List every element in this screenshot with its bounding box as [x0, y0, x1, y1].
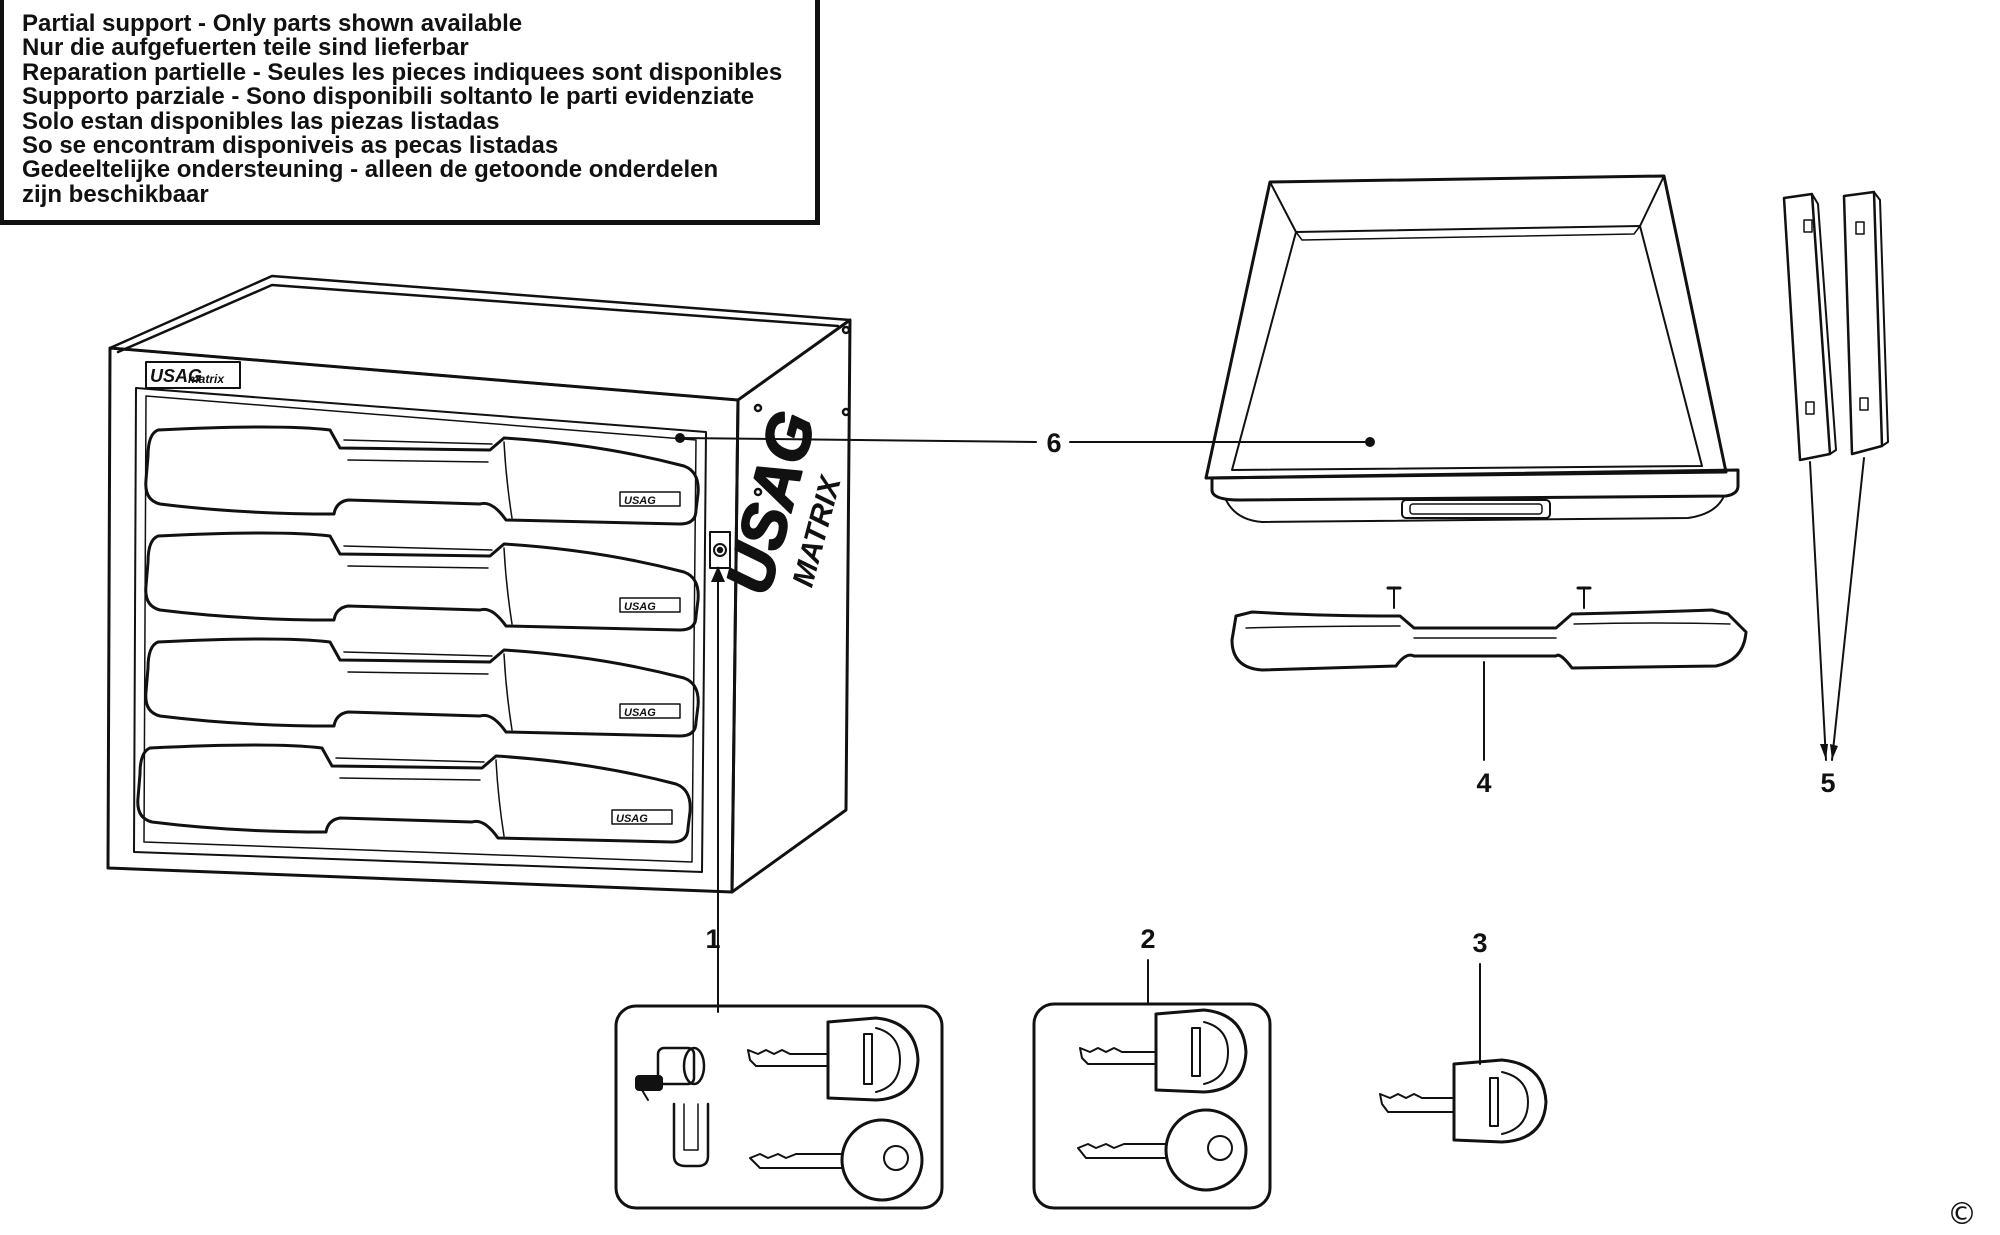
drawer-badge-text: USAG	[616, 813, 648, 825]
notice-line-en: Partial support - Only parts shown avail…	[22, 10, 523, 37]
key-shield-icon	[747, 1016, 920, 1102]
notice-line-nl: Gedeeltelijke ondersteuning - alleen de …	[22, 156, 719, 184]
callout-6: 6	[1046, 428, 1061, 458]
lock-clip-icon	[672, 1102, 710, 1168]
leader-6-left	[679, 437, 1037, 443]
copyright-mark: ©	[1947, 1197, 1977, 1232]
lock-kit-box	[614, 1004, 944, 1210]
screw-right	[1576, 586, 1592, 609]
part-1-lock-kit	[614, 1004, 944, 1210]
drawer-badge	[619, 491, 681, 507]
key-shield-icon	[1079, 1008, 1248, 1094]
cabinet-logo-text: USAG	[150, 366, 202, 386]
drawer-frame	[133, 387, 707, 873]
part-6-drawer	[1069, 174, 1740, 523]
key-pair-box	[1032, 1002, 1272, 1210]
notice-line-es: Solo estan disponibles las piezas listad…	[22, 107, 500, 135]
side-logo: USAG MATRIX	[711, 403, 848, 602]
cabinet-side	[730, 318, 852, 894]
lock-cylinder-icon	[635, 1046, 706, 1101]
part-4-handle	[1230, 586, 1748, 761]
cabinet-logo-badge: USAG matrix	[145, 361, 241, 389]
notice-line-it: Supporto parziale - Sono disponibili sol…	[22, 83, 755, 111]
cabinet-drawer: USAG	[144, 425, 700, 526]
callout-5: 5	[1820, 768, 1835, 798]
callout-1: 1	[705, 924, 720, 954]
availability-notice: Partial support - Only parts shown avail…	[0, 0, 820, 225]
part-5-slide-rails	[1782, 190, 1889, 761]
drawer-badge	[619, 703, 681, 719]
notice-line-fr: Reparation partielle - Seules les pieces…	[22, 58, 783, 86]
part-3-key	[1379, 1058, 1548, 1144]
drawer-badge	[619, 597, 681, 613]
cabinet-drawer: USAG	[144, 637, 700, 738]
drawer-badge-text: USAG	[624, 495, 656, 507]
drawer-badge-text: USAG	[624, 707, 656, 719]
notice-line-de: Nur die aufgefuerten teile sind lieferba…	[22, 34, 469, 62]
key-round-icon	[749, 1118, 924, 1202]
cabinet-drawer: USAG	[136, 743, 692, 844]
cabinet-drawer: USAG	[144, 531, 700, 632]
part-2-key-pair	[1032, 1002, 1272, 1210]
cabinet-logo-sub: matrix	[188, 372, 225, 386]
tool-cabinet: USAG matrix USAG USAG USAG USAG USAG MATRIX	[106, 274, 852, 1013]
notice-line-nl-cont: zijn beschikbaar	[22, 180, 209, 208]
key-round-icon	[1077, 1108, 1248, 1192]
drawer-badge	[611, 809, 673, 825]
cabinet-lock	[709, 531, 731, 569]
notice-line-pt: So se encontram disponiveis as pecas lis…	[22, 132, 559, 160]
screw-left	[1386, 586, 1402, 609]
callout-3: 3	[1472, 928, 1487, 958]
drawer-badge-text: USAG	[624, 601, 656, 613]
callout-2: 2	[1140, 924, 1155, 954]
callout-4: 4	[1476, 768, 1491, 798]
